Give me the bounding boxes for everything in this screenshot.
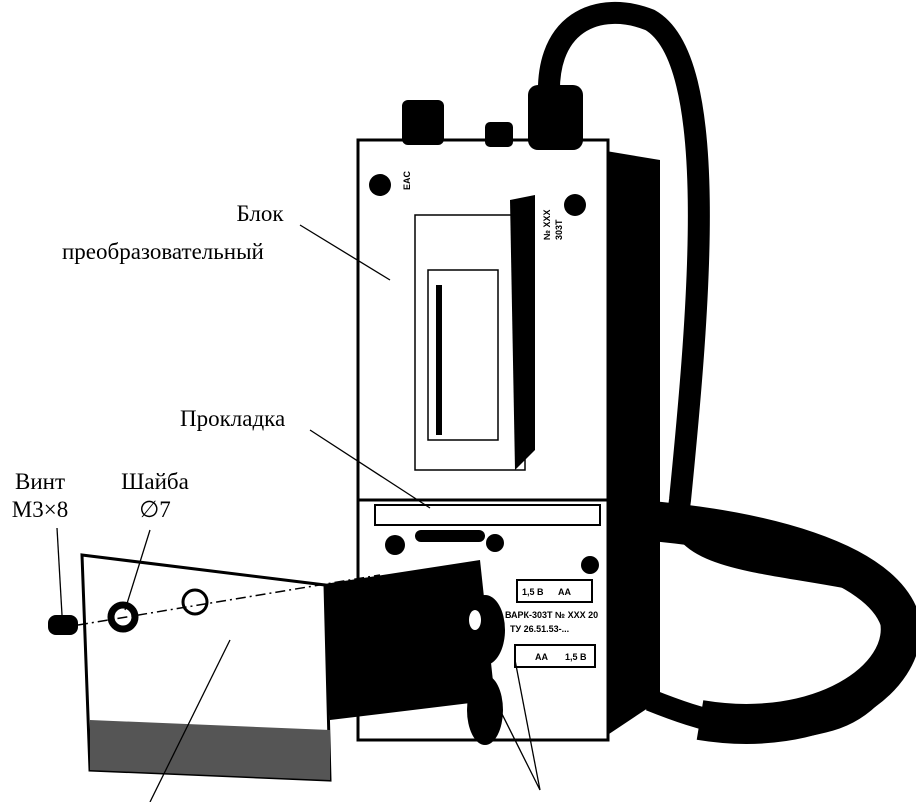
model-plate: ВАРК-303Т № XXX 20: [505, 610, 598, 620]
screw-top-left: [369, 174, 391, 196]
battery-type-2: АА: [535, 652, 548, 662]
leader-cover: [149, 639, 231, 802]
knob-small: [485, 122, 513, 147]
leader-screw: [56, 527, 63, 616]
label-washer-line2: ∅7: [139, 497, 171, 522]
battery-voltage-2: 1,5 В: [565, 652, 587, 662]
battery-contact: [469, 610, 481, 630]
gasket: [374, 504, 601, 526]
device-side: [600, 150, 660, 740]
label-block-line1: Блок: [236, 201, 284, 226]
screw: [48, 615, 78, 635]
label-screw-line1: Винт: [14, 469, 65, 494]
battery-polarity-plate-2: [514, 644, 596, 668]
leader-gasket: [309, 429, 431, 509]
side-label-strip: [510, 195, 535, 470]
batteries: [318, 560, 495, 720]
screw-gasket-mid: [486, 534, 504, 552]
leader-block: [299, 224, 391, 281]
leader-battery-1: [489, 689, 541, 791]
cover-screw-hole: [181, 588, 209, 616]
label-block-line2: преобразовательный: [62, 239, 264, 264]
battery-end-lower: [467, 675, 503, 745]
cable-gland: [528, 85, 583, 150]
label-washer-line1: Шайба: [121, 469, 189, 494]
cable-coil: [638, 500, 916, 744]
serial-mark: № XXX: [542, 209, 552, 240]
label-screw-line2: М3×8: [11, 497, 69, 522]
battery-end-upper: [465, 595, 505, 665]
knob-left: [402, 100, 444, 145]
battery-voltage-1: 1,5 В: [522, 587, 544, 597]
screw-gasket-left: [385, 535, 405, 555]
battery-type-1: АА: [558, 587, 571, 597]
screw-gasket-right: [581, 556, 599, 574]
gasket-slot: [415, 530, 485, 542]
assembly-axis: [77, 574, 381, 626]
label-gasket: Прокладка: [180, 406, 286, 431]
spec-text: ТУ 26.51.53-...: [510, 624, 569, 634]
display-shadow: [436, 285, 442, 435]
eac-mark: EAC: [402, 170, 412, 190]
model-mark: 303Т: [554, 219, 564, 240]
leader-washer: [124, 529, 151, 611]
cover-plate-shadow: [90, 720, 330, 780]
leader-battery-2: [514, 659, 541, 791]
battery-polarity-plate-1: [516, 579, 593, 603]
screw-top-right: [564, 194, 586, 216]
